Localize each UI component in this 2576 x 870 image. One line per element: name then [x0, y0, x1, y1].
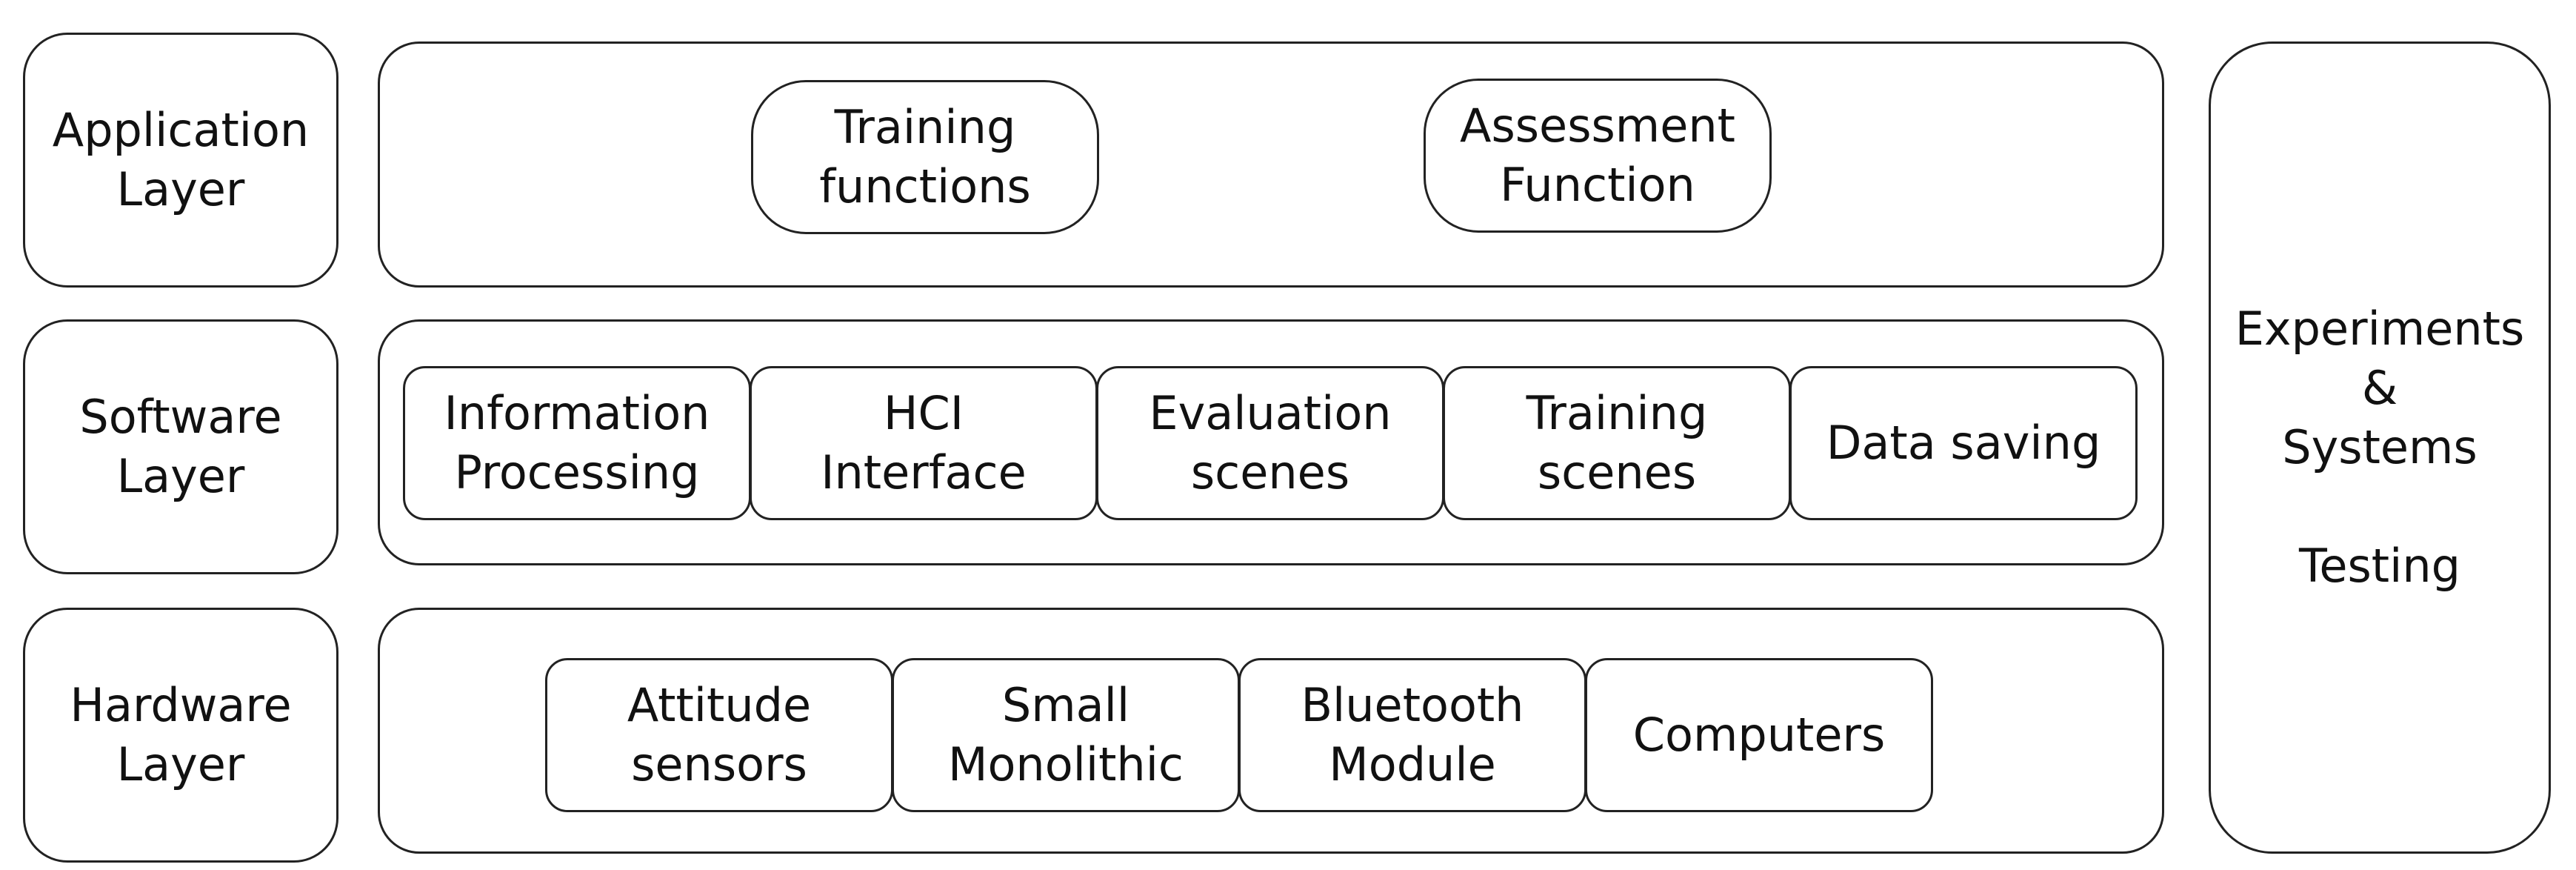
evaluation-scenes-node: Evaluation scenes — [1096, 366, 1444, 520]
application-layer-label-text: Application Layer — [52, 103, 310, 216]
application-layer-band — [378, 41, 2164, 288]
application-layer-label: Application Layer — [23, 33, 338, 288]
computers-text: Computers — [1632, 708, 1886, 762]
training-scenes-text: Training scenes — [1526, 386, 1708, 499]
training-scenes-node: Training scenes — [1443, 366, 1791, 520]
data-saving-text: Data saving — [1826, 416, 2101, 470]
attitude-sensors-node: Attitude sensors — [545, 658, 893, 812]
small-monolithic-text: Small Monolithic — [947, 678, 1184, 791]
software-layer-label-text: Software Layer — [79, 390, 282, 503]
assessment-function-text: Assessment Function — [1460, 99, 1735, 212]
assessment-function-node: Assessment Function — [1424, 79, 1772, 233]
experiments-systems-testing-text: Experiments & Systems Testing — [2235, 302, 2525, 593]
experiments-systems-testing-panel: Experiments & Systems Testing — [2209, 41, 2551, 854]
software-layer-label: Software Layer — [23, 319, 338, 574]
data-saving-node: Data saving — [1789, 366, 2138, 520]
computers-node: Computers — [1585, 658, 1933, 812]
evaluation-scenes-text: Evaluation scenes — [1149, 386, 1392, 499]
hardware-layer-label: Hardware Layer — [23, 608, 338, 863]
hardware-layer-label-text: Hardware Layer — [70, 678, 292, 791]
bluetooth-module-text: Bluetooth Module — [1301, 678, 1524, 791]
training-functions-text: Training functions — [819, 100, 1031, 213]
information-processing-node: Information Processing — [403, 366, 751, 520]
training-functions-node: Training functions — [751, 80, 1099, 234]
attitude-sensors-text: Attitude sensors — [627, 678, 812, 791]
hci-interface-node: HCI Interface — [750, 366, 1098, 520]
information-processing-text: Information Processing — [444, 386, 710, 499]
bluetooth-module-node: Bluetooth Module — [1238, 658, 1586, 812]
hci-interface-text: HCI Interface — [821, 386, 1027, 499]
small-monolithic-node: Small Monolithic — [892, 658, 1240, 812]
